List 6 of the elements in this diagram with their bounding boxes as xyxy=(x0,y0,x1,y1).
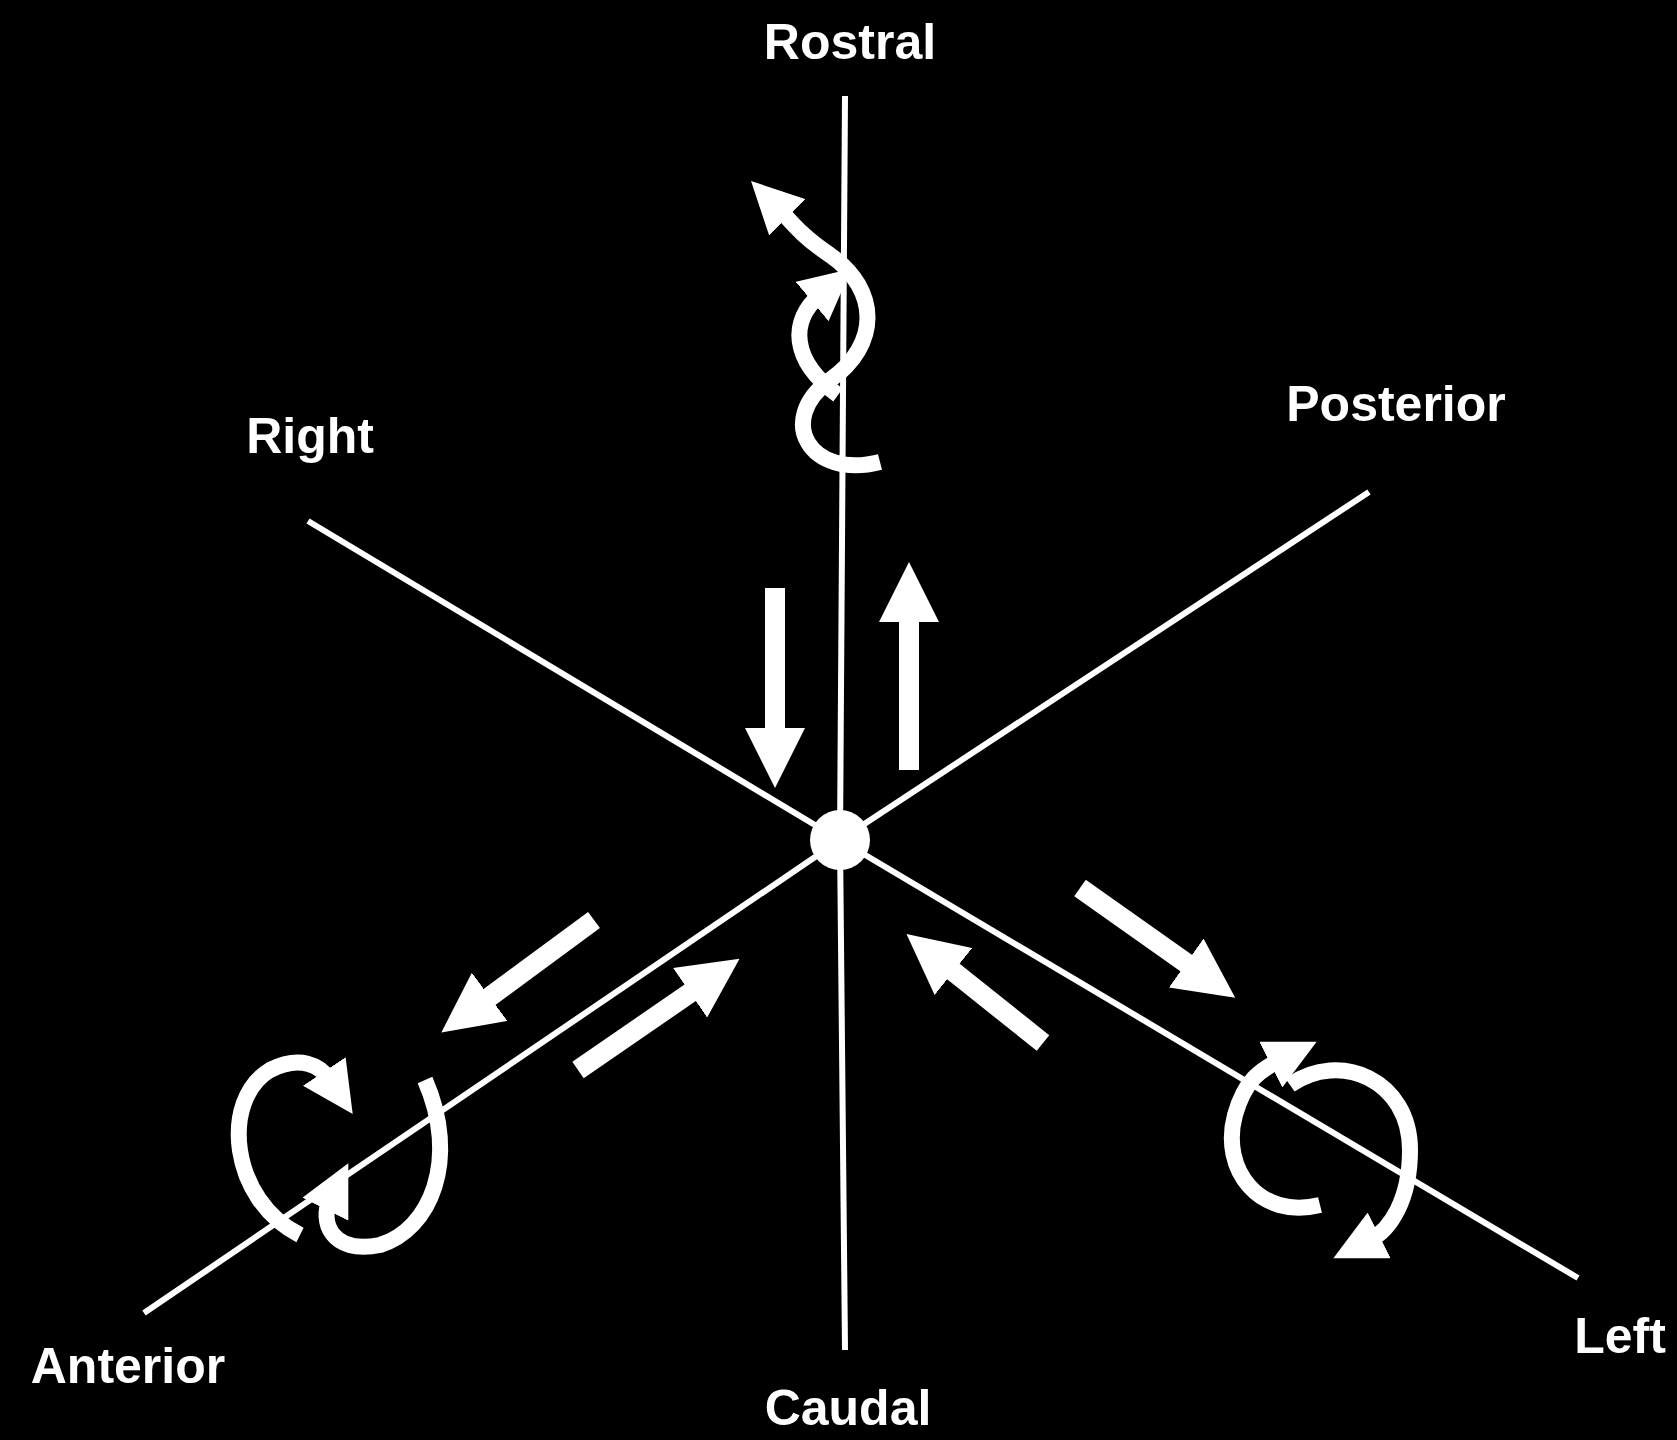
axis-label: Left xyxy=(1574,1311,1666,1361)
axis-label: Right xyxy=(246,411,374,461)
axis-label: Posterior xyxy=(1286,379,1506,429)
axis-label: Anterior xyxy=(30,1341,226,1391)
axis-label: Rostral xyxy=(763,17,937,67)
axis-label: Caudal xyxy=(764,1383,932,1433)
